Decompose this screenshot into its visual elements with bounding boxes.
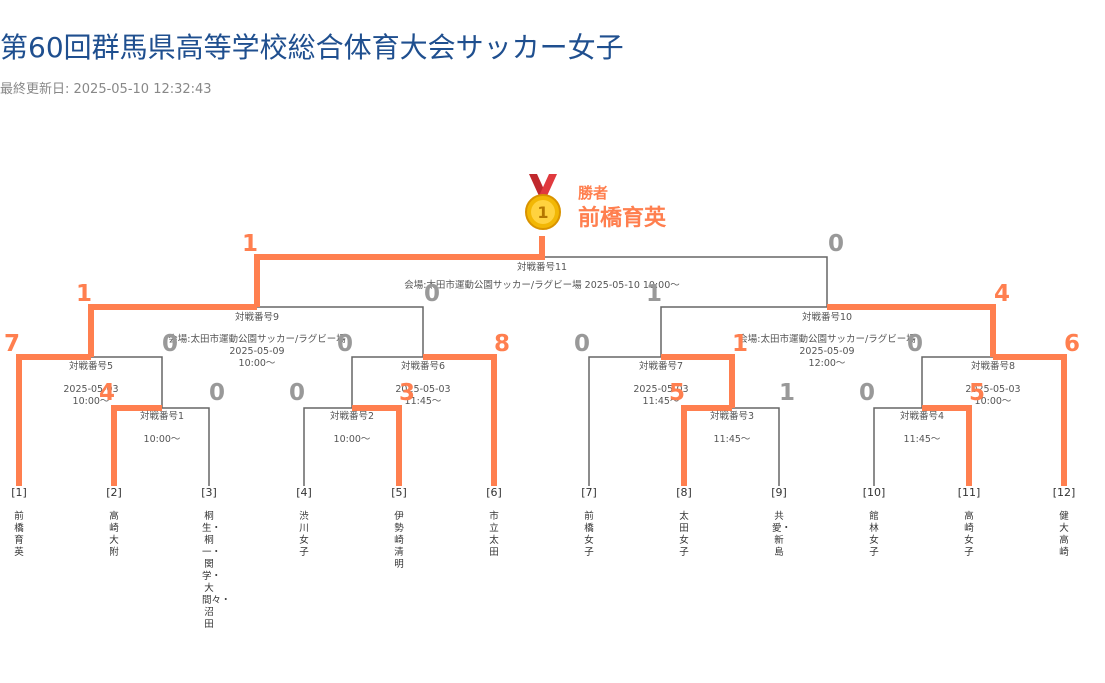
match-10-label[interactable]: 対戦番号10 — [801, 312, 853, 323]
team-name-10[interactable]: 館林女子 — [869, 511, 879, 558]
team-name-3[interactable]: 桐生・桐一・関学・大間々・沼田 — [202, 511, 231, 630]
match-11-label[interactable]: 対戦番号11 — [516, 262, 568, 273]
m1-score-top: 4 — [98, 380, 115, 406]
seed-4: [4] — [296, 486, 312, 499]
match-10-time: 12:00〜 — [808, 358, 846, 369]
win-path-m6 — [423, 354, 497, 486]
seed-8: [8] — [676, 486, 692, 499]
m4-score-top: 0 — [858, 380, 875, 406]
team-name-11[interactable]: 高崎女子 — [964, 511, 974, 558]
match-1-label[interactable]: 対戦番号1 — [139, 411, 185, 422]
team-name-6[interactable]: 市立太田 — [489, 511, 499, 558]
m1-score-bottom: 0 — [208, 380, 225, 406]
match-6-label[interactable]: 対戦番号6 — [400, 361, 446, 372]
team-name-8[interactable]: 太田女子 — [679, 511, 689, 558]
win-path-m7 — [661, 354, 735, 408]
m10-score-top: 1 — [645, 281, 662, 307]
team-name-1[interactable]: 前橋育英 — [14, 511, 24, 558]
match-1-time: 10:00〜 — [143, 434, 181, 445]
m4-score-bottom: 5 — [968, 380, 985, 406]
match-8-date: 2025-05-03 — [965, 384, 1021, 395]
team-name-12[interactable]: 健大高崎 — [1059, 511, 1069, 558]
match-7-date: 2025-05-03 — [633, 384, 689, 395]
match-10-date: 2025-05-09 — [799, 346, 855, 357]
seed-11: [11] — [957, 486, 981, 499]
match-8-time: 10:00〜 — [974, 396, 1012, 407]
m9-score-top: 1 — [75, 281, 92, 307]
win-path-m5 — [16, 354, 91, 486]
m5-score-bottom: 0 — [161, 331, 178, 357]
m11-score-top: 1 — [241, 231, 258, 257]
m11-score-bottom: 0 — [827, 231, 844, 257]
match-3-time: 11:45〜 — [713, 434, 751, 445]
match-10-venue: 会場:太田市運動公園サッカー/ラグビー場 — [738, 334, 916, 345]
team-name-7[interactable]: 前橋女子 — [584, 511, 594, 558]
team-name-2[interactable]: 高崎大附 — [109, 511, 119, 558]
seed-7: [7] — [581, 486, 597, 499]
m10-score-bottom: 4 — [993, 281, 1010, 307]
last-updated: 最終更新日: 2025-05-10 12:32:43 — [0, 82, 212, 97]
m7-score-bottom: 1 — [731, 331, 748, 357]
seed-2: [2] — [106, 486, 122, 499]
page-title: 第60回群馬県高等学校総合体育大会サッカー女子 — [0, 31, 624, 64]
seed-9: [9] — [771, 486, 787, 499]
m2-score-bottom: 3 — [398, 380, 415, 406]
match-7-time: 11:45〜 — [642, 396, 680, 407]
match-6-time: 11:45〜 — [404, 396, 442, 407]
match-4-label[interactable]: 対戦番号4 — [899, 411, 945, 422]
m6-score-bottom: 8 — [493, 331, 510, 357]
match-9-time: 10:00〜 — [238, 358, 276, 369]
team-name-4[interactable]: 渋川女子 — [299, 511, 309, 558]
win-path-m9 — [88, 304, 257, 357]
win-path-m2 — [352, 405, 402, 486]
m2-score-top: 0 — [288, 380, 305, 406]
win-path-m10 — [827, 304, 996, 357]
win-path-m1 — [111, 405, 162, 486]
win-path-m4 — [922, 405, 972, 486]
match-7-label[interactable]: 対戦番号7 — [638, 361, 684, 372]
match-4-time: 11:45〜 — [903, 434, 941, 445]
match-3-label[interactable]: 対戦番号3 — [709, 411, 755, 422]
seed-5: [5] — [391, 486, 407, 499]
m3-score-bottom: 1 — [778, 380, 795, 406]
match-2-label[interactable]: 対戦番号2 — [329, 411, 375, 422]
match-8-label[interactable]: 対戦番号8 — [970, 361, 1016, 372]
seed-1: [1] — [11, 486, 27, 499]
svg-text:1: 1 — [537, 203, 548, 222]
match-5-label[interactable]: 対戦番号5 — [68, 361, 114, 372]
match-5-time: 10:00〜 — [72, 396, 110, 407]
m3-score-top: 5 — [668, 380, 685, 406]
m8-score-top: 0 — [906, 331, 923, 357]
match-9-venue: 会場:太田市運動公園サッカー/ラグビー場 — [168, 334, 346, 345]
match-6-date: 2025-05-03 — [395, 384, 451, 395]
match-5-date: 2025-05-03 — [63, 384, 119, 395]
gold-medal-icon: 1 — [525, 174, 561, 230]
champion-name: 前橋育英 — [578, 206, 667, 231]
m6-score-top: 0 — [336, 331, 353, 357]
win-path-m11 — [254, 236, 545, 307]
seed-10: [10] — [862, 486, 886, 499]
m8-score-bottom: 6 — [1063, 331, 1080, 357]
seed-12: [12] — [1052, 486, 1076, 499]
match-11-venue: 会場:太田市運動公園サッカー/ラグビー場 2025-05-10 10:00〜 — [404, 280, 680, 291]
team-name-9[interactable]: 共愛・新島 — [772, 511, 792, 558]
m7-score-top: 0 — [573, 331, 590, 357]
seed-3: [3] — [201, 486, 217, 499]
m9-score-bottom: 0 — [423, 281, 440, 307]
win-path-m8 — [993, 354, 1067, 486]
match-9-date: 2025-05-09 — [229, 346, 285, 357]
m5-score-top: 7 — [3, 331, 20, 357]
champion-label: 勝者 — [578, 184, 609, 202]
seed-6: [6] — [486, 486, 502, 499]
match-9-label[interactable]: 対戦番号9 — [234, 312, 280, 323]
win-path-m3 — [681, 405, 732, 486]
team-name-5[interactable]: 伊勢崎清明 — [394, 511, 404, 570]
match-2-time: 10:00〜 — [333, 434, 371, 445]
